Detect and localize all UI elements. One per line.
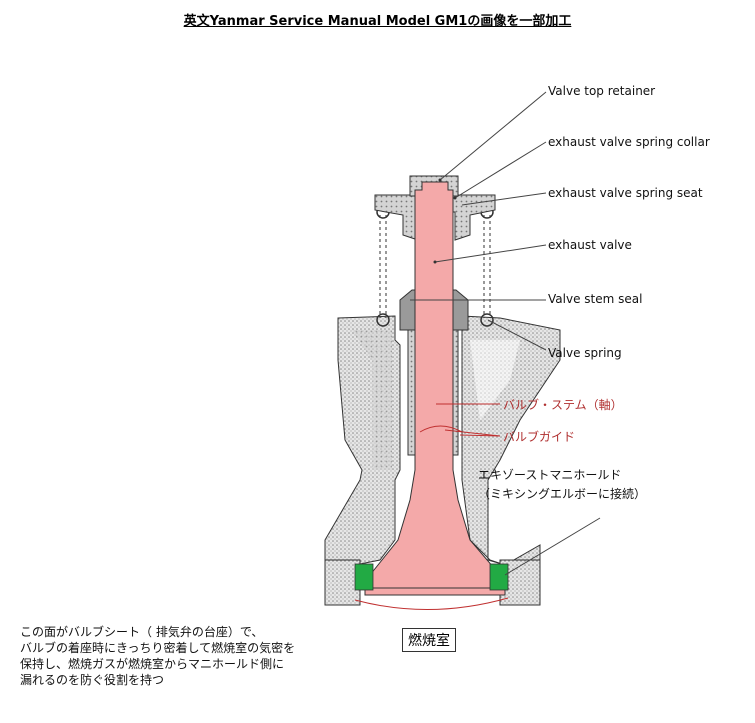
- label-manifold-2: （ミキシングエルボーに接続）: [478, 487, 647, 501]
- note-line: 保持し、燃焼ガスが燃焼室からマニホールド側に: [20, 657, 285, 671]
- note-line: 漏れるのを防ぐ役割を持つ: [20, 673, 165, 687]
- chamber-left-wall: [324, 559, 361, 606]
- red-leader-lines: [436, 403, 501, 437]
- label-valve-stem: バルブ・ステム（軸）: [503, 398, 623, 412]
- label-manifold-1: エキゾーストマニホールド: [478, 468, 622, 482]
- guide-highlight-curve: [419, 425, 463, 433]
- valve-spring-lines: [379, 215, 491, 318]
- page-title: 英文Yanmar Service Manual Model GM1の画像を一部加…: [0, 10, 755, 29]
- head-right-cavity: [470, 340, 520, 420]
- seat-highlight-curve: [354, 597, 509, 611]
- label-valve-spring: Valve spring: [548, 346, 622, 360]
- label-valve-guide: バルブガイド: [503, 430, 576, 444]
- note-line: バルブの着座時にきっちり密着して燃焼室の気密を: [20, 641, 296, 655]
- leader-lines: [410, 91, 601, 576]
- note-line: この面がバルブシート（ 排気弁の台座）で、: [20, 625, 264, 639]
- valve-head-bottom: [364, 587, 506, 596]
- label-spring-seat: exhaust valve spring seat: [548, 186, 703, 200]
- leader-dots: [433, 178, 457, 264]
- label-stem-seal: Valve stem seal: [548, 292, 643, 306]
- label-exhaust-valve: exhaust valve: [548, 238, 632, 252]
- label-spring-collar: exhaust valve spring collar: [548, 135, 710, 149]
- label-valve-top-retainer: Valve top retainer: [548, 84, 656, 98]
- valve-seat-right: [489, 563, 509, 591]
- valve-seat-left: [354, 563, 374, 591]
- valve-seat-note: この面がバルブシート（ 排気弁の台座）で、 バルブの着座時にきっちり密着して燃焼…: [20, 624, 295, 688]
- page-title-text: 英文Yanmar Service Manual Model GM1の画像を一部加…: [183, 14, 572, 29]
- spring-seat: [374, 194, 496, 241]
- cylinder-head-left-inner: [352, 330, 392, 470]
- label-combustion-chamber: 燃焼室: [402, 628, 456, 652]
